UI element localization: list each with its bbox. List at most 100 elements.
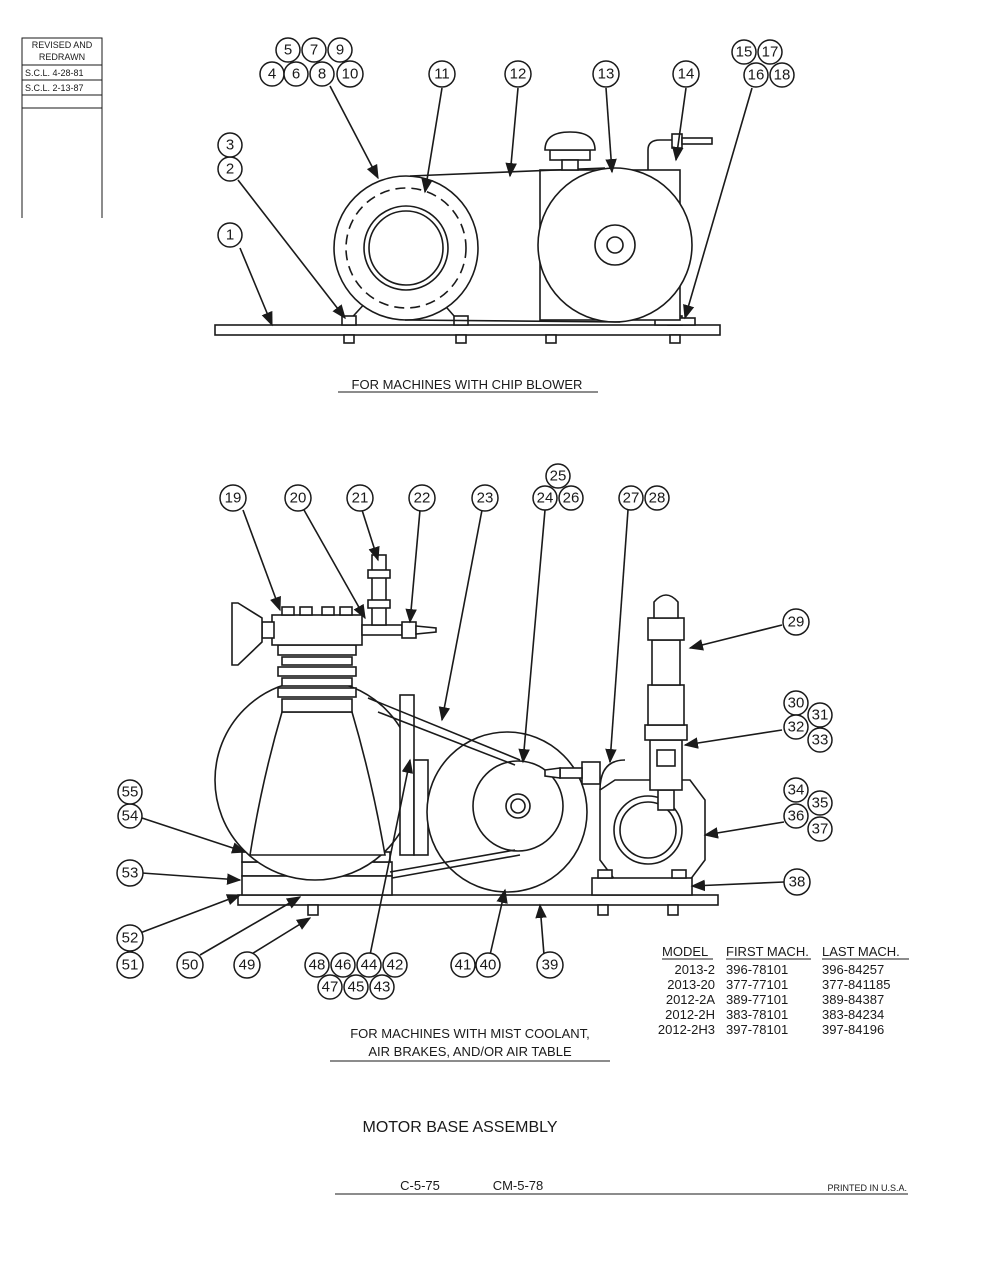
bottom-caption-line1: FOR MACHINES WITH MIST COOLANT, xyxy=(350,1026,590,1041)
callout-36: 36 xyxy=(783,803,809,829)
table-cell: 396-78101 xyxy=(726,962,788,977)
svg-text:3: 3 xyxy=(226,137,234,154)
callout-17: 17 xyxy=(757,39,783,65)
callout-14: 14 xyxy=(672,60,700,88)
svg-text:35: 35 xyxy=(812,795,829,812)
callout-18: 18 xyxy=(769,62,795,88)
page-title: MOTOR BASE ASSEMBLY xyxy=(362,1119,557,1136)
svg-text:6: 6 xyxy=(292,66,300,83)
svg-text:28: 28 xyxy=(649,490,666,507)
table-header-last: LAST MACH. xyxy=(822,944,900,959)
callout-51: 51 xyxy=(116,951,144,979)
svg-text:22: 22 xyxy=(414,490,431,507)
callout-23: 23 xyxy=(471,484,499,512)
svg-text:14: 14 xyxy=(678,66,695,83)
table-cell: 383-84234 xyxy=(822,1007,884,1022)
callout-55: 55 xyxy=(117,779,143,805)
svg-text:36: 36 xyxy=(788,808,805,825)
callout-2: 2 xyxy=(217,156,243,182)
svg-text:33: 33 xyxy=(812,732,829,749)
callout-39: 39 xyxy=(536,951,564,979)
callout-1: 1 xyxy=(217,222,243,248)
revision-row-1: S.C.L. 4-28-81 xyxy=(25,68,84,78)
table-cell: 397-84196 xyxy=(822,1022,884,1037)
top-caption: FOR MACHINES WITH CHIP BLOWER xyxy=(352,377,583,392)
callout-21: 21 xyxy=(346,484,374,512)
svg-text:18: 18 xyxy=(774,67,791,84)
table-row: 2013-20 xyxy=(667,977,715,992)
callout-16: 16 xyxy=(743,62,769,88)
callout-15: 15 xyxy=(731,39,757,65)
svg-text:10: 10 xyxy=(342,66,359,83)
svg-text:39: 39 xyxy=(542,957,559,974)
svg-text:17: 17 xyxy=(762,44,779,61)
svg-text:2: 2 xyxy=(226,161,234,178)
svg-text:48: 48 xyxy=(309,957,326,974)
svg-text:11: 11 xyxy=(434,66,450,83)
callout-43: 43 xyxy=(369,974,395,1000)
callout-19: 19 xyxy=(219,484,247,512)
callout-20: 20 xyxy=(284,484,312,512)
callout-12: 12 xyxy=(504,60,532,88)
callout-13: 13 xyxy=(592,60,620,88)
svg-text:34: 34 xyxy=(788,782,805,799)
svg-text:49: 49 xyxy=(239,957,256,974)
svg-text:23: 23 xyxy=(477,490,494,507)
svg-text:7: 7 xyxy=(310,42,318,59)
svg-text:29: 29 xyxy=(788,614,805,631)
svg-text:43: 43 xyxy=(374,979,391,996)
svg-text:1: 1 xyxy=(226,227,234,244)
callout-9: 9 xyxy=(327,37,353,63)
bottom-part-bubbles: 19 20 21 22 23 24 25 26 27 28 29 30 31 3… xyxy=(116,463,833,1000)
svg-text:42: 42 xyxy=(387,957,404,974)
revision-row-2: S.C.L. 2-13-87 xyxy=(25,83,84,93)
callout-31: 31 xyxy=(807,702,833,728)
callout-4: 4 xyxy=(259,61,285,87)
callout-41: 41 xyxy=(450,952,476,978)
callout-22: 22 xyxy=(408,484,436,512)
callout-8: 8 xyxy=(309,61,335,87)
table-header-model: MODEL xyxy=(662,944,708,959)
callout-46: 46 xyxy=(330,952,356,978)
callout-49: 49 xyxy=(233,951,261,979)
callout-5: 5 xyxy=(275,37,301,63)
table-cell: 389-84387 xyxy=(822,992,884,1007)
table-cell: 377-841185 xyxy=(822,977,890,992)
svg-text:55: 55 xyxy=(122,784,139,801)
svg-text:31: 31 xyxy=(812,707,829,724)
callout-10: 10 xyxy=(336,60,364,88)
table-row: 2012-2H xyxy=(665,1007,715,1022)
svg-text:30: 30 xyxy=(788,695,805,712)
svg-text:50: 50 xyxy=(182,957,199,974)
svg-text:4: 4 xyxy=(268,66,276,83)
svg-text:54: 54 xyxy=(122,808,139,825)
table-row: 2013-2 xyxy=(675,962,715,977)
callout-30: 30 xyxy=(783,690,809,716)
svg-text:46: 46 xyxy=(335,957,352,974)
footer-printed: PRINTED IN U.S.A. xyxy=(827,1183,907,1193)
svg-text:44: 44 xyxy=(361,957,378,974)
callout-34: 34 xyxy=(783,777,809,803)
svg-text:27: 27 xyxy=(623,490,640,507)
svg-text:26: 26 xyxy=(563,490,580,507)
svg-text:40: 40 xyxy=(480,957,497,974)
callout-40: 40 xyxy=(475,952,501,978)
callout-33: 33 xyxy=(807,727,833,753)
top-part-bubbles: 1 2 3 4 5 6 7 8 9 10 11 12 13 14 15 16 1… xyxy=(217,37,795,248)
bottom-assembly-drawing xyxy=(214,554,719,916)
svg-text:41: 41 xyxy=(455,957,472,974)
svg-text:24: 24 xyxy=(537,490,554,507)
svg-text:5: 5 xyxy=(284,42,292,59)
callout-35: 35 xyxy=(807,790,833,816)
table-row: 2012-2H3 xyxy=(658,1022,715,1037)
table-cell: 397-78101 xyxy=(726,1022,788,1037)
table-header-first: FIRST MACH. xyxy=(726,944,809,959)
svg-text:21: 21 xyxy=(352,490,369,507)
callout-29: 29 xyxy=(782,608,810,636)
callout-7: 7 xyxy=(301,37,327,63)
top-leader-lines xyxy=(237,85,753,327)
callout-45: 45 xyxy=(343,974,369,1000)
revision-header-2: REDRAWN xyxy=(39,52,85,62)
bottom-caption-line2: AIR BRAKES, AND/OR AIR TABLE xyxy=(368,1044,572,1059)
